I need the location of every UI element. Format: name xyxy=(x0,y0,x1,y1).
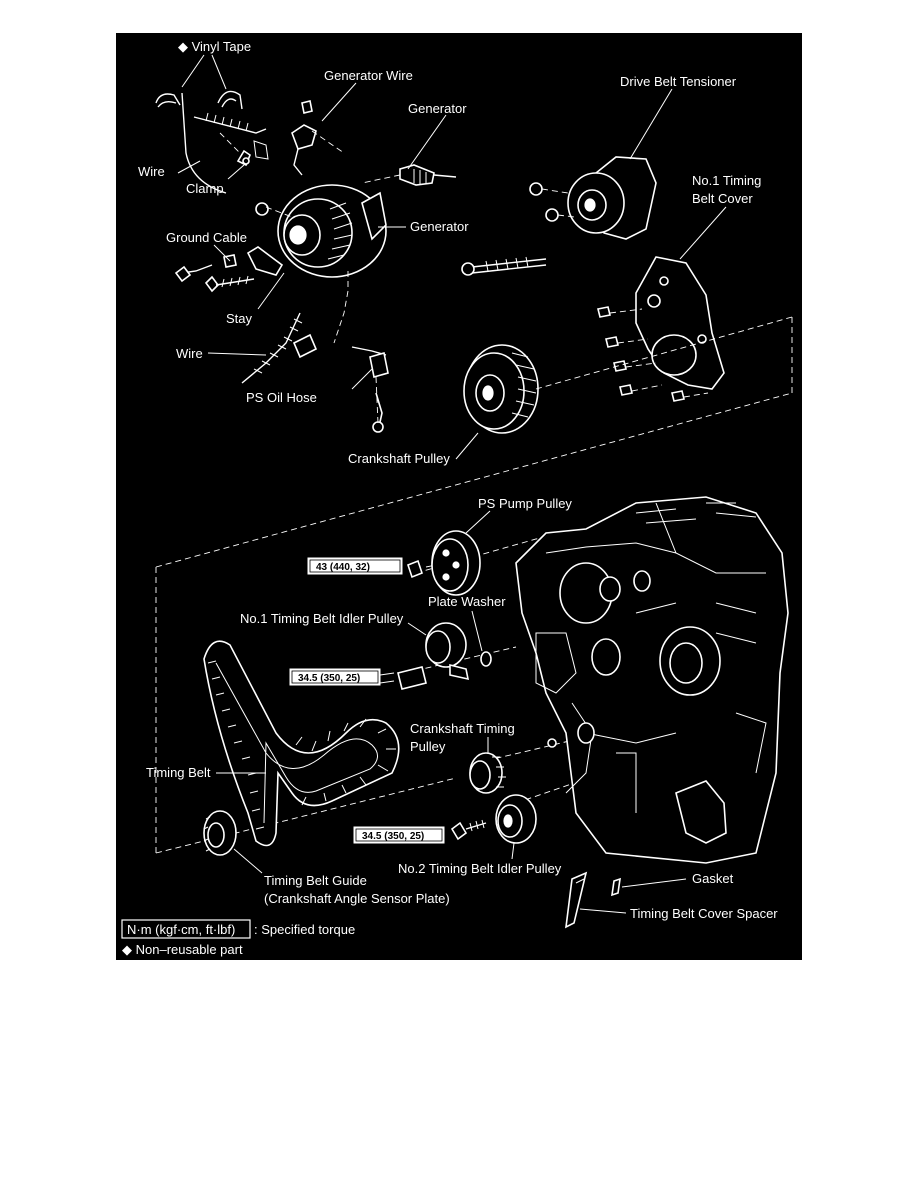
wire-harness-part xyxy=(181,92,269,194)
label-vinyl-tape: ◆ Vinyl Tape xyxy=(178,39,251,54)
torque-no1-idler-value: 34.5 (350, 25) xyxy=(298,673,360,684)
legend-nonreusable: ◆ Non–reusable part xyxy=(122,942,243,957)
engine-block-part xyxy=(515,496,789,864)
legend: N·m (kgf·cm, ft·lbf) : Specified torque … xyxy=(121,919,355,957)
label-timing-belt: Timing Belt xyxy=(146,765,211,780)
label-cover-spacer: Timing Belt Cover Spacer xyxy=(630,906,778,921)
label-ground-cable: Ground Cable xyxy=(166,230,247,245)
label-guide-line1: Timing Belt Guide xyxy=(264,873,367,888)
label-wire-mid: Wire xyxy=(176,346,203,361)
label-no2-idler: No.2 Timing Belt Idler Pulley xyxy=(398,861,562,876)
label-wire-top: Wire xyxy=(138,164,165,179)
diagram-canvas: ◆ Vinyl Tape Generator Wire Generator Dr… xyxy=(121,39,793,957)
generator-part xyxy=(255,184,387,344)
label-no1-idler: No.1 Timing Belt Idler Pulley xyxy=(240,611,404,626)
timing-belt-part xyxy=(203,640,400,847)
label-generator-mid: Generator xyxy=(410,219,469,234)
ground-cable-part xyxy=(174,246,284,293)
torque-no2-idler-value: 34.5 (350, 25) xyxy=(362,831,424,842)
generator-wire-part xyxy=(291,100,345,176)
label-crank-timing-line2: Pulley xyxy=(410,739,446,754)
exploded-diagram: ◆ Vinyl Tape Generator Wire Generator Dr… xyxy=(116,33,802,960)
timing-belt-guide-part xyxy=(203,810,237,856)
clamp-part xyxy=(236,149,251,167)
no1-timing-belt-cover-part xyxy=(597,256,725,402)
label-no1-cover-line1: No.1 Timing xyxy=(692,173,761,188)
label-gasket: Gasket xyxy=(692,871,734,886)
torque-box-no2-idler: 34.5 (350, 25) xyxy=(353,826,445,844)
label-crank-timing-line1: Crankshaft Timing xyxy=(410,721,515,736)
leader-lines xyxy=(177,54,727,914)
label-clamp: Clamp xyxy=(186,181,224,196)
torque-box-no1-idler: 34.5 (350, 25) xyxy=(289,668,381,686)
ps-pump-pulley-part xyxy=(407,530,481,596)
label-crankshaft-pulley: Crankshaft Pulley xyxy=(348,451,450,466)
legend-torque-text: : Specified torque xyxy=(254,922,355,937)
torque-box-ps-pump: 43 (440, 32) xyxy=(307,557,403,575)
no2-idler-pulley-part xyxy=(450,794,537,844)
crankshaft-pulley-part xyxy=(463,344,539,434)
torque-ps-pump-value: 43 (440, 32) xyxy=(316,562,370,573)
no1-idler-pulley-part xyxy=(379,622,492,690)
label-guide-line2: (Crankshaft Angle Sensor Plate) xyxy=(264,891,450,906)
label-no1-cover-line2: Belt Cover xyxy=(692,191,753,206)
drive-belt-tensioner-part xyxy=(461,156,657,276)
label-plate-washer: Plate Washer xyxy=(428,594,506,609)
vinyl-tape-part xyxy=(155,90,243,110)
label-ps-oil-hose: PS Oil Hose xyxy=(246,390,317,405)
crankshaft-timing-pulley-part xyxy=(469,752,506,794)
label-stay: Stay xyxy=(226,311,253,326)
legend-torque-units: N·m (kgf·cm, ft·lbf) xyxy=(127,922,235,937)
ps-oil-hose-part xyxy=(241,312,389,433)
label-ps-pump-pulley: PS Pump Pulley xyxy=(478,496,572,511)
label-drive-belt-tensioner: Drive Belt Tensioner xyxy=(620,74,737,89)
generator-connector-part xyxy=(361,164,457,186)
gasket-spacer-part xyxy=(565,871,621,929)
label-generator-top: Generator xyxy=(408,101,467,116)
label-generator-wire: Generator Wire xyxy=(324,68,413,83)
